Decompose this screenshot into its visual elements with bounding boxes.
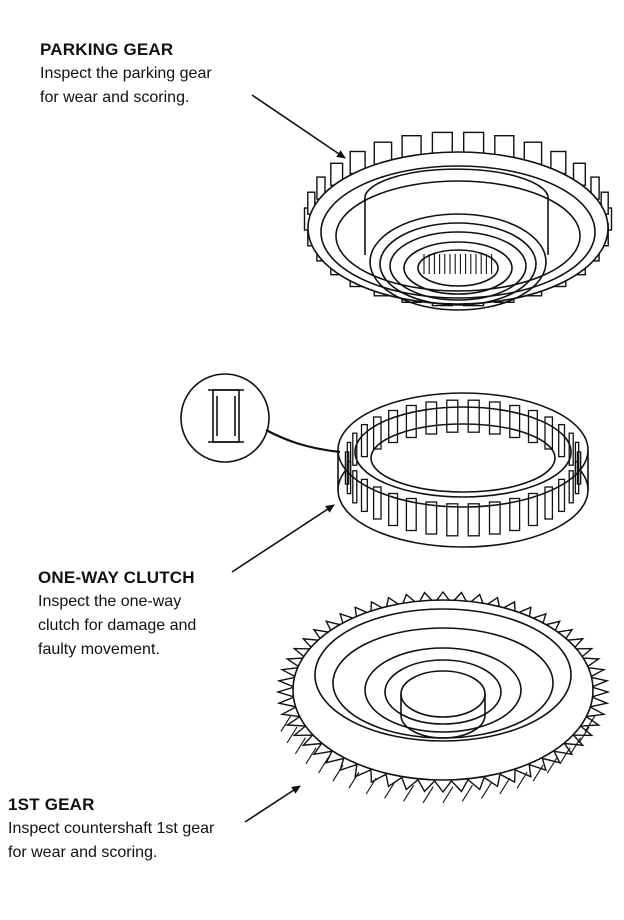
one-way-clutch-sprag — [446, 399, 459, 433]
first-gear-helix-line — [348, 771, 360, 789]
first-gear-desc-line-1: Inspect countershaft 1st gear — [8, 820, 215, 837]
one-way-clutch-sprag — [558, 423, 566, 458]
parking-gear-callout: PARKING GEAR Inspect the parking gear fo… — [40, 38, 310, 110]
first-gear-drawing — [275, 590, 611, 804]
one-way-clutch-sprag — [372, 416, 382, 450]
first-gear-callout: 1ST GEAR Inspect countershaft 1st gear f… — [8, 793, 308, 865]
sprag-detail-inset — [180, 373, 341, 463]
parking-gear-title: PARKING GEAR — [40, 40, 174, 59]
one-way-clutch-leader-arrow — [231, 504, 335, 573]
one-way-clutch-sprag — [467, 503, 480, 537]
parking-gear-drawing — [303, 131, 613, 311]
parking-gear-splines — [423, 254, 493, 274]
one-way-clutch-sprag — [544, 416, 554, 450]
parking-gear-tooth — [431, 131, 453, 156]
first-gear-leader-arrow — [244, 785, 301, 823]
first-gear-helix-line — [546, 756, 558, 774]
first-gear-helix-line — [318, 756, 330, 774]
first-gear-helix-line — [294, 737, 306, 755]
one-way-clutch-sprag — [425, 501, 438, 535]
one-way-clutch-sprag — [509, 404, 521, 439]
first-gear-helix-line — [584, 715, 596, 732]
one-way-clutch-sprag — [360, 478, 368, 513]
one-way-clutch-desc-line-2: clutch for damage and — [38, 617, 197, 634]
one-way-clutch-drawing — [337, 392, 589, 548]
one-way-clutch-sprag — [352, 432, 358, 466]
first-gear-helix-line — [280, 715, 292, 732]
parking-gear-tooth — [463, 131, 485, 156]
one-way-clutch-desc-line-3: faulty movement. — [38, 641, 160, 658]
first-gear-helix-line — [559, 747, 571, 765]
parking-gear-desc-line-1: Inspect the parking gear — [40, 65, 212, 82]
first-gear-helix-line — [481, 782, 492, 799]
one-way-clutch-sprag — [527, 409, 538, 444]
one-way-clutch-title: ONE-WAY CLUTCH — [38, 568, 195, 587]
first-gear-helix-line — [422, 786, 434, 804]
first-gear-helix-line — [532, 764, 544, 782]
first-gear-helix-line — [442, 786, 454, 804]
one-way-clutch-sprag — [467, 399, 480, 433]
first-gear-helix-line — [332, 764, 344, 782]
first-gear-helix-line — [570, 737, 582, 755]
one-way-clutch-sprag — [446, 503, 459, 537]
first-gear-helix-line — [461, 785, 473, 802]
one-way-clutch-sprag — [527, 492, 538, 527]
one-way-clutch-sprag — [372, 486, 382, 520]
one-way-clutch-callout: ONE-WAY CLUTCH Inspect the one-way clutc… — [38, 566, 278, 662]
first-gear-helix-line — [365, 777, 377, 795]
one-way-clutch-sprag — [388, 409, 399, 444]
parking-gear-desc-line-2: for wear and scoring. — [40, 89, 190, 106]
first-gear-helix-line — [499, 777, 511, 795]
one-way-clutch-sprag — [574, 441, 580, 476]
parking-gear-leader-arrow — [251, 94, 346, 159]
first-gear-helix-line — [384, 782, 395, 799]
first-gear-desc-line-2: for wear and scoring. — [8, 844, 158, 861]
one-way-clutch-sprag — [388, 492, 399, 527]
first-gear-helix-line — [403, 785, 415, 802]
first-gear-helix-line — [578, 726, 590, 744]
one-way-clutch-sprag — [405, 497, 417, 532]
one-way-clutch-sprag — [574, 460, 580, 495]
first-gear-title: 1ST GEAR — [8, 795, 95, 814]
first-gear-helix-line — [286, 726, 298, 744]
one-way-clutch-sprag — [360, 423, 368, 458]
first-gear-helix-line — [305, 747, 317, 765]
one-way-clutch-sprag — [425, 401, 438, 435]
one-way-clutch-sprag — [544, 486, 554, 520]
one-way-clutch-sprag — [346, 441, 352, 476]
one-way-clutch-desc-line-1: Inspect the one-way — [38, 593, 182, 610]
first-gear-helix-line — [516, 771, 528, 789]
one-way-clutch-sprag — [488, 401, 501, 435]
one-way-clutch-sprag — [488, 501, 501, 535]
one-way-clutch-sprag — [509, 497, 521, 532]
one-way-clutch-sprag — [568, 432, 574, 466]
one-way-clutch-sprag — [568, 470, 574, 504]
one-way-clutch-sprag — [558, 478, 566, 513]
one-way-clutch-sprag — [352, 470, 358, 504]
one-way-clutch-sprags — [344, 399, 582, 537]
one-way-clutch-sprag — [405, 404, 417, 439]
